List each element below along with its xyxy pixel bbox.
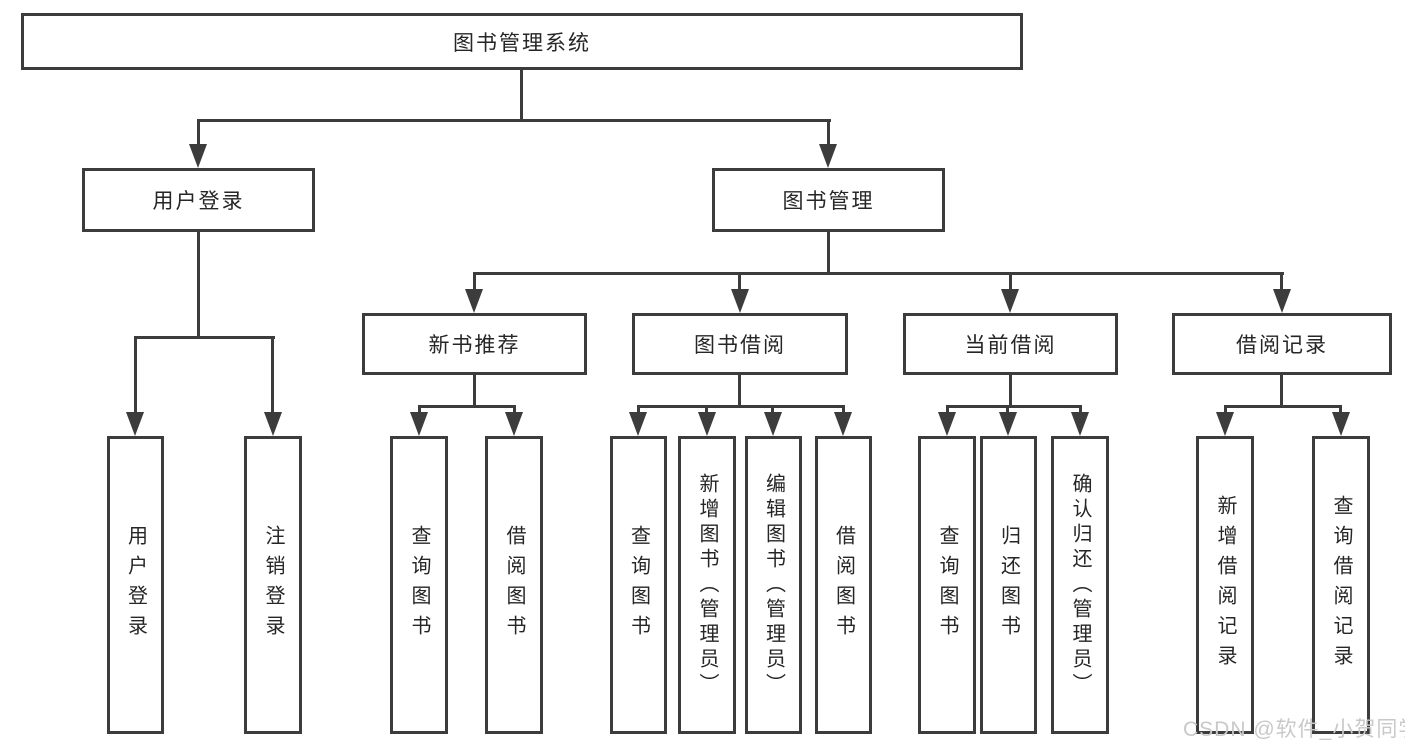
connector-borrowing-hline	[637, 405, 845, 408]
connector-root-stub-right	[827, 119, 830, 152]
connector-borrowing-stub-4	[842, 405, 845, 417]
leaf-borrow-books-recommend: 借阅图书	[485, 436, 543, 734]
leaf-add-borrow-record-label: 新增借阅记录	[1214, 495, 1236, 675]
arrow-down-icon	[1071, 412, 1089, 436]
node-user-login-label: 用户登录	[152, 190, 245, 213]
node-book-borrowing-label: 图书借阅	[694, 334, 786, 357]
leaf-add-borrow-record: 新增借阅记录	[1196, 436, 1254, 734]
arrow-down-icon	[1001, 289, 1019, 313]
connector-recommend-hline	[418, 405, 516, 408]
arrow-down-icon	[264, 412, 282, 436]
leaf-logout: 注销登录	[244, 436, 302, 734]
leaf-return-books: 归还图书	[980, 436, 1037, 734]
connector-mgmt-vline	[827, 232, 830, 275]
arrow-down-icon	[189, 144, 207, 168]
csdn-watermark: CSDN @软件_小贺同学	[1183, 718, 1405, 741]
arrow-down-icon	[465, 289, 483, 313]
node-book-management: 图书管理	[712, 168, 945, 232]
leaf-user-login-label: 用户登录	[124, 525, 147, 645]
leaf-logout-label: 注销登录	[262, 525, 284, 645]
connector-records-vline	[1280, 375, 1283, 408]
connector-login-vline	[197, 232, 200, 339]
arrow-down-icon	[1273, 289, 1291, 313]
connector-current-vline	[1009, 375, 1012, 408]
connector-records-stub-1	[1224, 405, 1227, 417]
arrow-down-icon	[1216, 412, 1234, 436]
node-book-management-label: 图书管理	[782, 190, 875, 213]
connector-recommend-stub-2	[513, 405, 516, 417]
leaf-query-borrow-record: 查询借阅记录	[1312, 436, 1370, 734]
leaf-borrow-books-recommend-label: 借阅图书	[503, 525, 525, 645]
connector-borrowing-stub-3	[771, 405, 774, 417]
connector-borrowing-stub-1	[637, 405, 640, 417]
node-user-login: 用户登录	[82, 168, 315, 232]
leaf-add-books-admin-label: 新增图书（管理员）	[696, 472, 718, 698]
connector-mgmt-stub-3	[1009, 272, 1012, 292]
arrow-down-icon	[698, 412, 716, 436]
leaf-query-books-borrowing-label: 查询图书	[627, 525, 650, 645]
connector-current-stub-3	[1079, 405, 1082, 417]
leaf-query-books-current: 查询图书	[918, 436, 976, 734]
arrow-down-icon	[819, 144, 837, 168]
arrow-down-icon	[629, 412, 647, 436]
arrow-down-icon	[834, 412, 852, 436]
connector-mgmt-hline	[473, 272, 1284, 275]
leaf-borrow-books-borrowing: 借阅图书	[815, 436, 872, 734]
leaf-query-borrow-record-label: 查询借阅记录	[1330, 495, 1352, 675]
leaf-confirm-return-admin: 确认归还（管理员）	[1051, 436, 1109, 734]
connector-mgmt-stub-1	[473, 272, 476, 292]
leaf-edit-books-admin: 编辑图书（管理员）	[745, 436, 802, 734]
connector-mgmt-stub-2	[738, 272, 741, 292]
connector-records-stub-2	[1339, 405, 1342, 417]
connector-borrowing-stub-2	[705, 405, 708, 417]
node-borrowing-records-label: 借阅记录	[1236, 334, 1328, 357]
leaf-add-books-admin: 新增图书（管理员）	[678, 436, 736, 734]
leaf-query-books-recommend: 查询图书	[390, 436, 448, 734]
connector-records-hline	[1224, 405, 1342, 408]
node-root-label: 图书管理系统	[453, 31, 591, 55]
leaf-borrow-books-borrowing-label: 借阅图书	[832, 525, 855, 645]
node-new-book-recommend: 新书推荐	[362, 313, 587, 375]
arrow-down-icon	[126, 412, 144, 436]
leaf-edit-books-admin-label: 编辑图书（管理员）	[762, 472, 785, 698]
connector-login-stub-2	[271, 336, 274, 416]
connector-mgmt-stub-4	[1280, 272, 1283, 292]
leaf-return-books-label: 归还图书	[997, 525, 1020, 645]
node-current-borrowing: 当前借阅	[903, 313, 1118, 375]
connector-root-hline	[197, 119, 831, 122]
arrow-down-icon	[999, 412, 1017, 436]
connector-recommend-vline	[473, 375, 476, 408]
leaf-confirm-return-admin-label: 确认归还（管理员）	[1069, 472, 1091, 698]
arrow-down-icon	[764, 412, 782, 436]
leaf-query-books-current-label: 查询图书	[936, 525, 958, 645]
node-current-borrowing-label: 当前借阅	[964, 334, 1057, 357]
arrow-down-icon	[731, 289, 749, 313]
arrow-down-icon	[505, 412, 523, 436]
connector-borrowing-vline	[738, 375, 741, 408]
connector-current-hline	[946, 405, 1082, 408]
node-root: 图书管理系统	[21, 13, 1023, 70]
connector-current-stub-1	[946, 405, 949, 417]
connector-login-hline	[134, 336, 275, 339]
arrow-down-icon	[938, 412, 956, 436]
connector-login-stub-1	[134, 336, 137, 416]
leaf-user-login: 用户登录	[107, 436, 164, 734]
connector-current-stub-2	[1006, 405, 1009, 417]
leaf-query-books-borrowing: 查询图书	[610, 436, 667, 734]
connector-root-vline	[520, 70, 523, 121]
node-new-book-recommend-label: 新书推荐	[428, 334, 521, 357]
leaf-query-books-recommend-label: 查询图书	[408, 525, 430, 645]
connector-recommend-stub-1	[418, 405, 421, 417]
arrow-down-icon	[1332, 412, 1350, 436]
node-book-borrowing: 图书借阅	[632, 313, 848, 375]
arrow-down-icon	[410, 412, 428, 436]
connector-root-stub-left	[197, 119, 200, 152]
node-borrowing-records: 借阅记录	[1172, 313, 1392, 375]
